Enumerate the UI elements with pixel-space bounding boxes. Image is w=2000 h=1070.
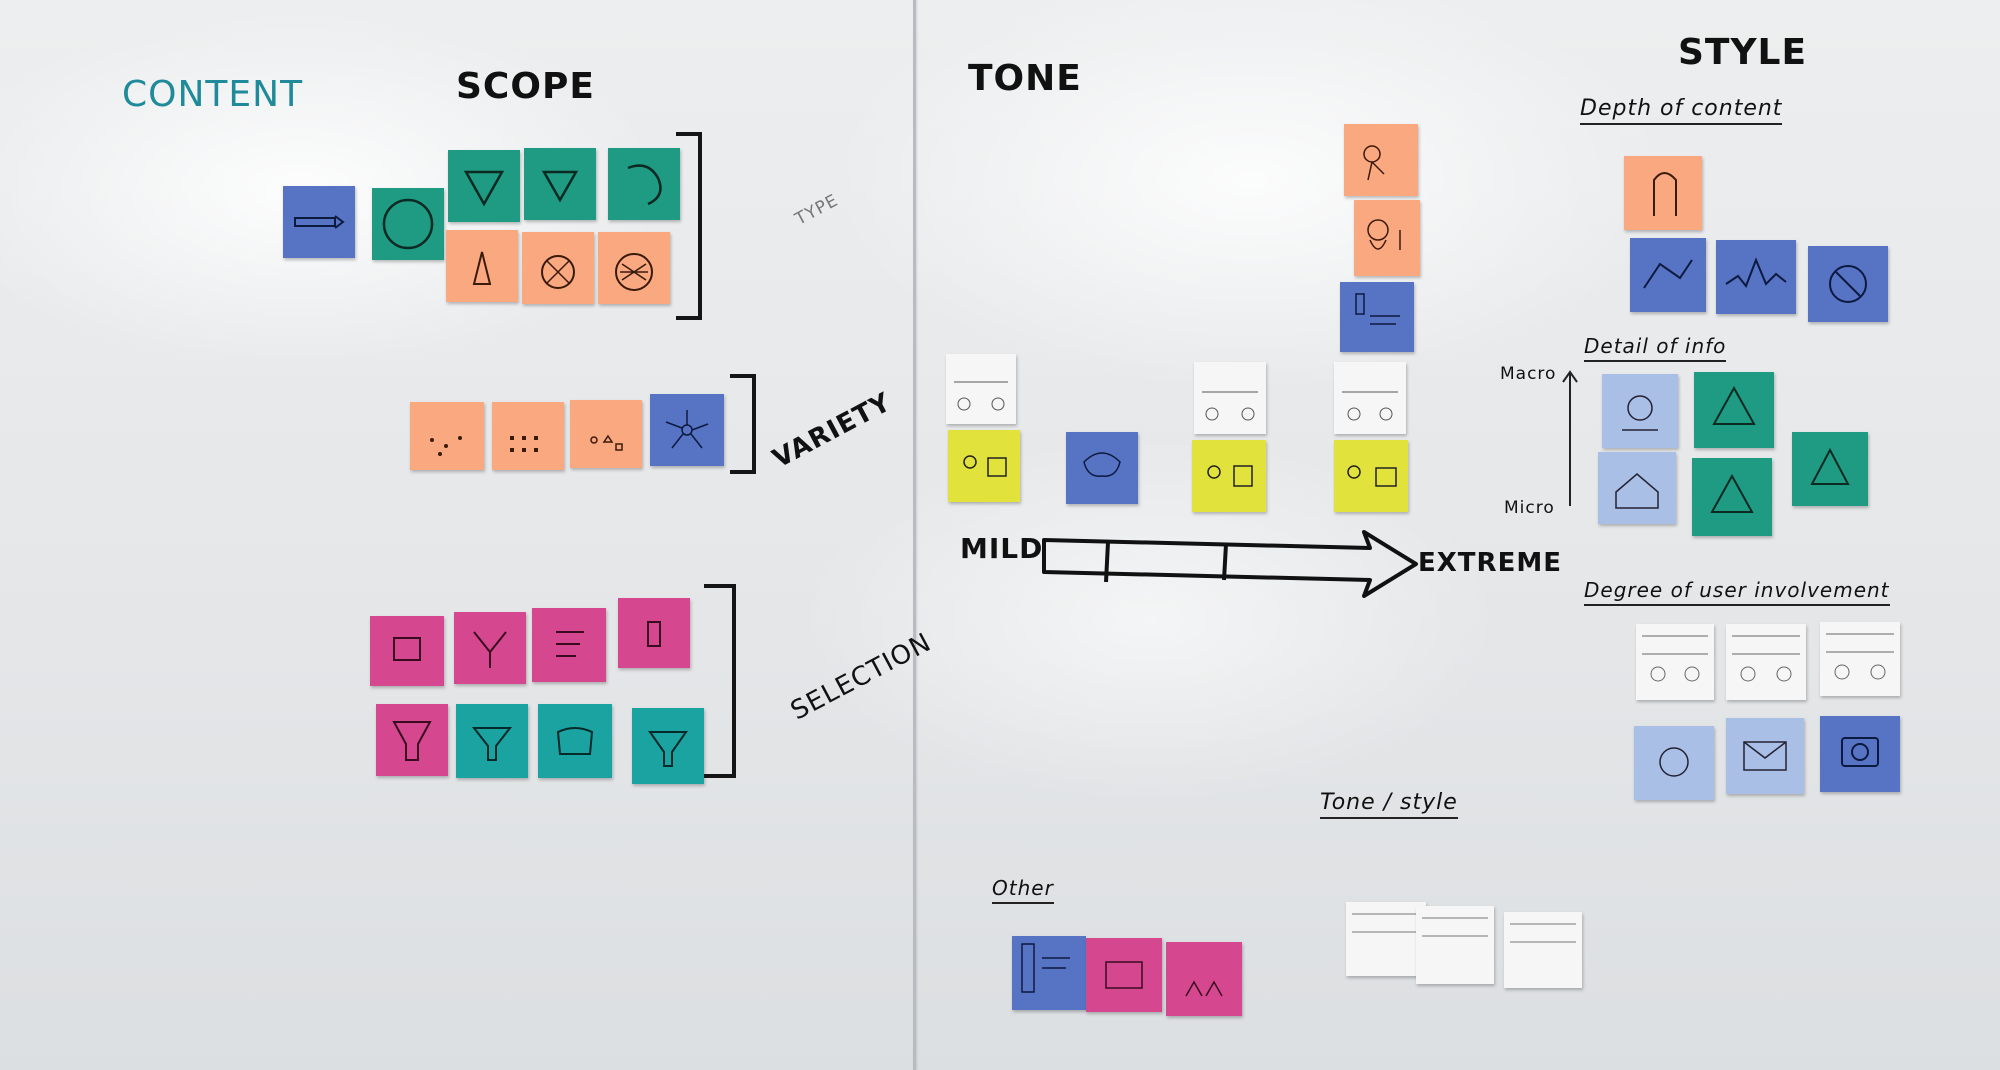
sticky-note-blue — [1630, 238, 1706, 312]
sticky-note-white — [1346, 902, 1426, 976]
sticky-note-light-blue — [1634, 726, 1714, 800]
sticky-note-yellow — [1334, 440, 1408, 512]
sticky-note-white — [1820, 622, 1900, 696]
sticky-note-yellow — [1192, 440, 1266, 512]
sticky-note-white — [1194, 362, 1266, 434]
tone-heading: TONE — [968, 58, 1082, 99]
sticky-note-teal — [524, 148, 596, 220]
macro-micro-axis-icon — [1562, 370, 1578, 506]
sticky-note-pink — [618, 598, 690, 668]
sticky-note-white — [1636, 624, 1714, 700]
sticky-note-pink — [370, 616, 444, 686]
sticky-note-orange — [522, 232, 594, 304]
sticky-note-light-blue — [1726, 718, 1804, 794]
sticky-note-teal — [448, 150, 520, 222]
variety-bracket — [730, 374, 756, 474]
micro-label: Micro — [1504, 498, 1555, 518]
sticky-note-blue — [1340, 282, 1414, 352]
style-heading: STYLE — [1678, 32, 1808, 73]
depth-of-content-label: Depth of content — [1580, 96, 1783, 125]
sticky-note-pink — [1166, 942, 1242, 1016]
sticky-note-white — [1416, 906, 1494, 984]
sticky-note-orange — [446, 230, 518, 302]
sticky-note-blue — [1012, 936, 1086, 1010]
sticky-note-white — [1726, 624, 1806, 700]
sticky-note-white — [946, 354, 1016, 424]
sticky-note-blue — [1820, 716, 1900, 792]
sticky-note-teal — [1694, 372, 1774, 448]
sticky-note-teal — [372, 188, 444, 260]
sticky-note-yellow — [948, 430, 1020, 502]
sticky-note-orange — [492, 402, 564, 470]
sticky-note-teal — [608, 148, 680, 220]
sticky-note-pink — [376, 704, 448, 776]
sticky-note-orange — [598, 232, 670, 304]
selection-bracket — [704, 584, 736, 778]
sticky-note-orange — [1344, 124, 1418, 196]
sticky-note-light-blue — [1602, 374, 1678, 448]
sticky-note-blue — [1066, 432, 1138, 504]
sticky-note-orange — [1354, 200, 1420, 276]
type-label: TYPE — [792, 190, 842, 230]
sticky-note-blue — [650, 394, 724, 466]
scope-heading: SCOPE — [456, 66, 595, 107]
sticky-note-teal — [1792, 432, 1868, 506]
sticky-note-white — [1504, 912, 1582, 988]
mild-label: MILD — [960, 532, 1044, 565]
sticky-note-cyan — [456, 704, 528, 778]
tone-style-label: Tone / style — [1320, 790, 1458, 819]
sticky-note-white — [1334, 362, 1406, 434]
sticky-note-light-blue — [1598, 452, 1676, 524]
sticky-note-pink — [532, 608, 606, 682]
arrow-icon — [1042, 530, 1418, 598]
sticky-note-pink — [454, 612, 526, 684]
board-seam — [913, 0, 916, 1070]
sticky-note-orange — [1624, 156, 1702, 230]
variety-label: VARIETY — [768, 387, 897, 475]
sticky-note-cyan — [538, 704, 612, 778]
sticky-note-teal — [1692, 458, 1772, 536]
degree-of-user-involvement-label: Degree of user involvement — [1584, 578, 1890, 606]
sticky-note-blue — [1716, 240, 1796, 314]
type-bracket — [676, 132, 702, 320]
other-label: Other — [992, 876, 1054, 904]
sticky-note-orange — [570, 400, 642, 468]
detail-of-info-label: Detail of info — [1584, 334, 1727, 362]
sticky-note-orange — [410, 402, 484, 470]
sticky-note-blue — [1808, 246, 1888, 322]
macro-label: Macro — [1500, 364, 1557, 384]
content-heading: CONTENT — [122, 74, 304, 115]
sticky-note-blue — [283, 186, 355, 258]
sticky-note-cyan — [632, 708, 704, 784]
extreme-label: EXTREME — [1418, 548, 1562, 578]
sticky-note-pink — [1086, 938, 1162, 1012]
